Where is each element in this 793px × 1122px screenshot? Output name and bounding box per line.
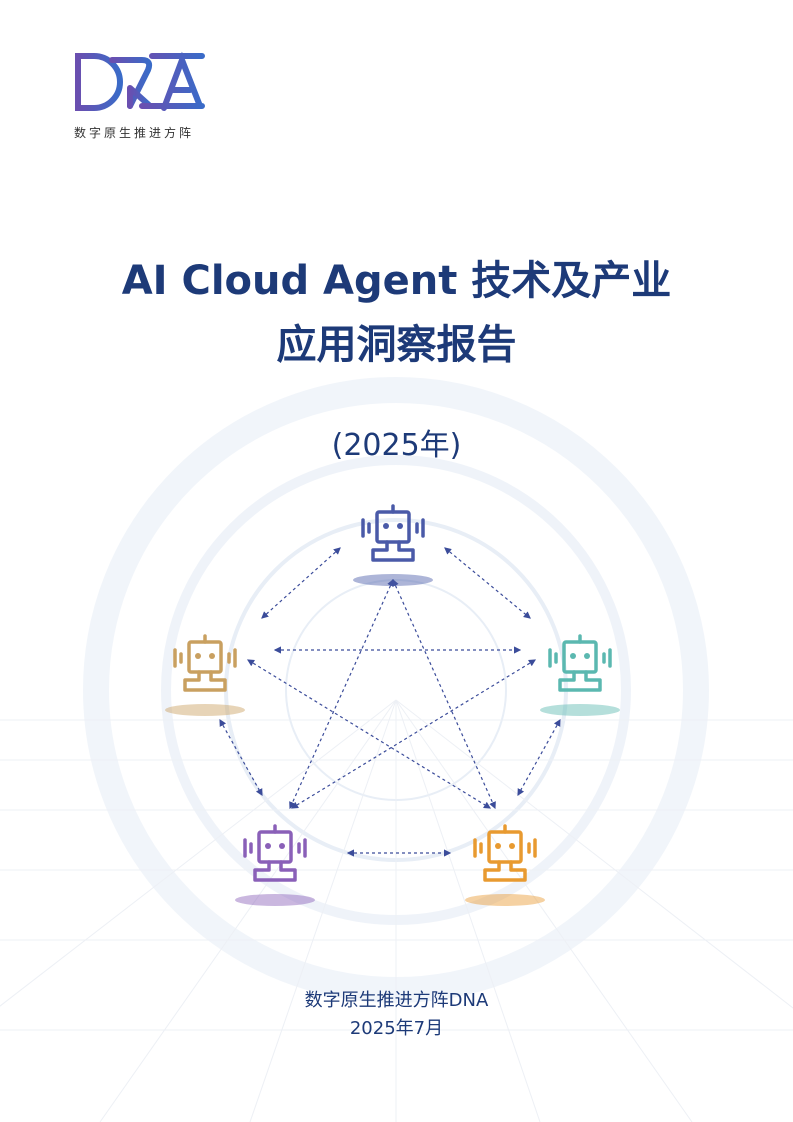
robot-agent-icon	[165, 634, 245, 716]
connection-arrow	[392, 578, 496, 810]
report-title-line1: AI Cloud Agent 技术及产业	[121, 258, 672, 304]
robot-agent-icon	[540, 634, 620, 716]
robot-agent-icon	[465, 824, 545, 906]
connection-arrow	[219, 718, 263, 797]
connection-arrow	[290, 659, 537, 809]
footer-date: 2025年7月	[349, 1018, 444, 1039]
logo-subtitle: 数字原生推进方阵	[74, 126, 195, 140]
footer-organization: 数字原生推进方阵DNA	[304, 990, 489, 1011]
dna-logo	[75, 51, 205, 111]
report-title-line2: 应用洞察报告	[276, 322, 517, 368]
connection-arrow	[289, 578, 394, 810]
connection-arrow	[246, 659, 492, 809]
connection-arrow	[517, 718, 561, 797]
robot-agent-icon	[353, 504, 433, 586]
connection-arrow	[261, 547, 341, 619]
report-year: (2025年)	[331, 428, 462, 463]
connection-arrow	[444, 547, 531, 619]
robot-agent-icon	[235, 824, 315, 906]
